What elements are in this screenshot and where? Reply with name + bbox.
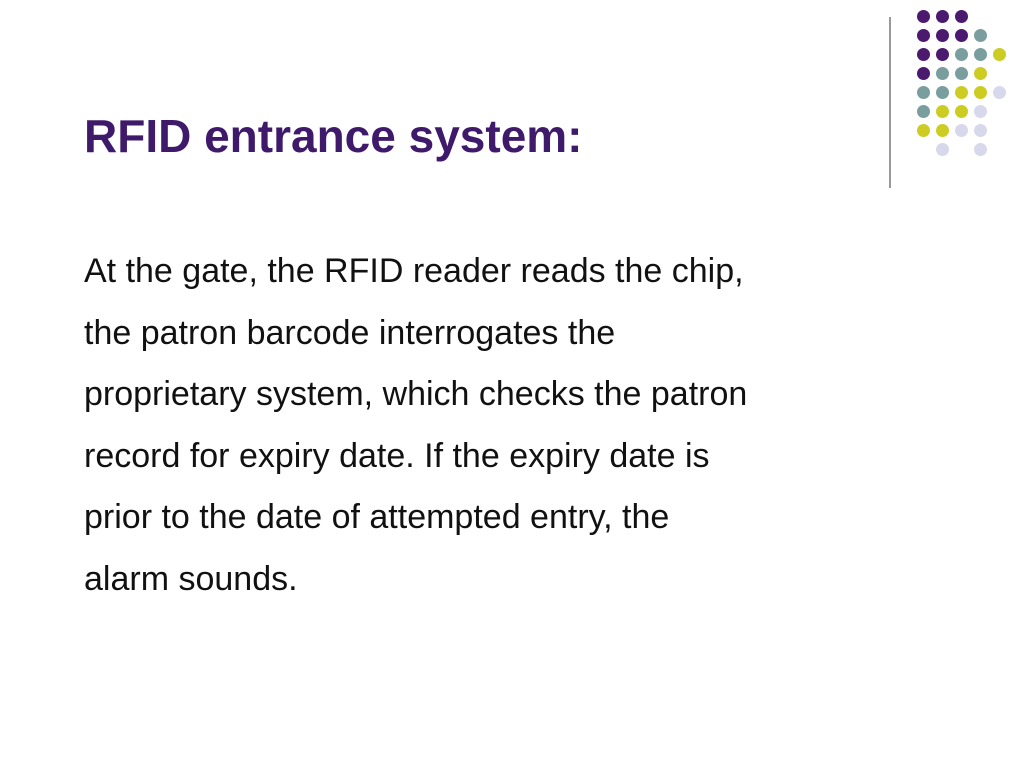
decorative-dot — [993, 48, 1006, 61]
decorative-dot — [974, 124, 987, 137]
body-line: record for expiry date. If the expiry da… — [84, 436, 710, 475]
decorative-dot — [955, 10, 968, 23]
decorative-dot — [974, 29, 987, 42]
decorative-dot — [917, 10, 930, 23]
decorative-dot — [936, 86, 949, 99]
slide-body-text: At the gate, the RFID reader reads the c… — [84, 241, 914, 610]
decorative-dot — [917, 67, 930, 80]
decorative-dot — [917, 124, 930, 137]
decorative-dot — [936, 143, 949, 156]
slide-title: RFID entrance system: — [84, 110, 583, 162]
body-line: alarm sounds. — [84, 559, 298, 598]
decorative-dot — [936, 10, 949, 23]
body-line: prior to the date of attempted entry, th… — [84, 498, 670, 536]
decorative-dot — [974, 86, 987, 99]
decorative-dot — [955, 29, 968, 42]
decorative-dot — [974, 67, 987, 80]
decorative-dot — [974, 105, 987, 118]
decorative-dot — [917, 48, 930, 61]
decorative-divider — [889, 17, 891, 188]
decorative-dot — [936, 105, 949, 118]
decorative-dot-grid — [898, 10, 1008, 170]
body-line: At the gate, the RFID reader reads the c… — [84, 252, 744, 290]
decorative-dot — [955, 67, 968, 80]
decorative-dot — [955, 124, 968, 137]
decorative-dot — [974, 143, 987, 156]
decorative-dot — [917, 105, 930, 118]
decorative-dot — [936, 48, 949, 61]
decorative-dot — [917, 86, 930, 99]
decorative-dot — [993, 86, 1006, 99]
decorative-dot — [936, 67, 949, 80]
decorative-dot — [936, 29, 949, 42]
body-line: the patron barcode interrogates the — [84, 313, 616, 352]
decorative-dot — [955, 105, 968, 118]
decorative-dot — [974, 48, 987, 61]
decorative-dot — [955, 48, 968, 61]
body-line: proprietary system, which checks the pat… — [84, 375, 748, 413]
decorative-dot — [955, 86, 968, 99]
decorative-dot — [917, 29, 930, 42]
decorative-dot — [936, 124, 949, 137]
